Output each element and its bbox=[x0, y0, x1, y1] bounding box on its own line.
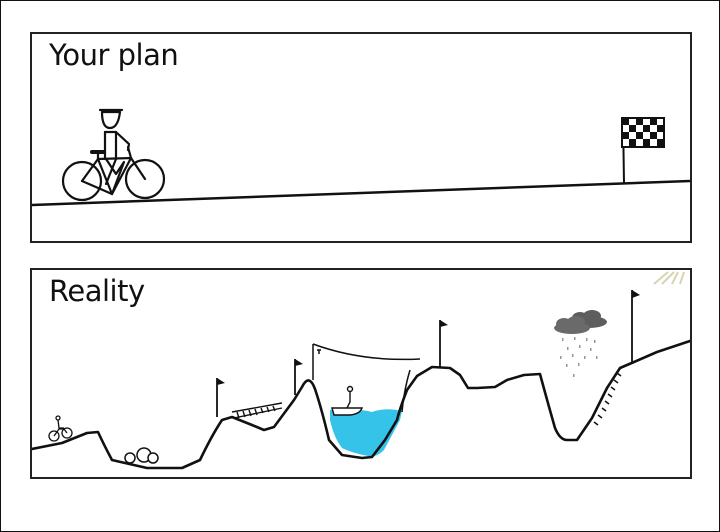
lake bbox=[330, 409, 402, 457]
rain-cloud-icon bbox=[554, 310, 607, 377]
tiny-cyclist-icon bbox=[48, 415, 73, 442]
panel-title-reality: Reality bbox=[49, 274, 145, 308]
boat-person-icon bbox=[331, 385, 363, 416]
panel-your-plan: Your plan bbox=[30, 32, 692, 243]
checkered-flag-icon bbox=[621, 117, 665, 184]
zipline bbox=[312, 343, 421, 413]
rocks-icon bbox=[124, 447, 159, 464]
rain-drops bbox=[560, 337, 598, 377]
flag-1-icon bbox=[216, 378, 225, 417]
reality-scene bbox=[32, 271, 690, 470]
sun-rays-icon bbox=[653, 271, 685, 285]
flag-2-icon bbox=[294, 359, 303, 395]
panel-title-plan: Your plan bbox=[49, 38, 179, 72]
flag-3-icon bbox=[439, 320, 448, 367]
rope-bridge bbox=[231, 402, 283, 419]
panel-reality: Reality bbox=[30, 268, 692, 479]
bicycle-rider-icon bbox=[61, 108, 166, 202]
straight-slope bbox=[32, 179, 690, 207]
ladder-cliff bbox=[593, 372, 622, 426]
terrain-line bbox=[32, 339, 690, 470]
plan-scene bbox=[32, 108, 690, 207]
flag-4-icon bbox=[631, 290, 640, 362]
